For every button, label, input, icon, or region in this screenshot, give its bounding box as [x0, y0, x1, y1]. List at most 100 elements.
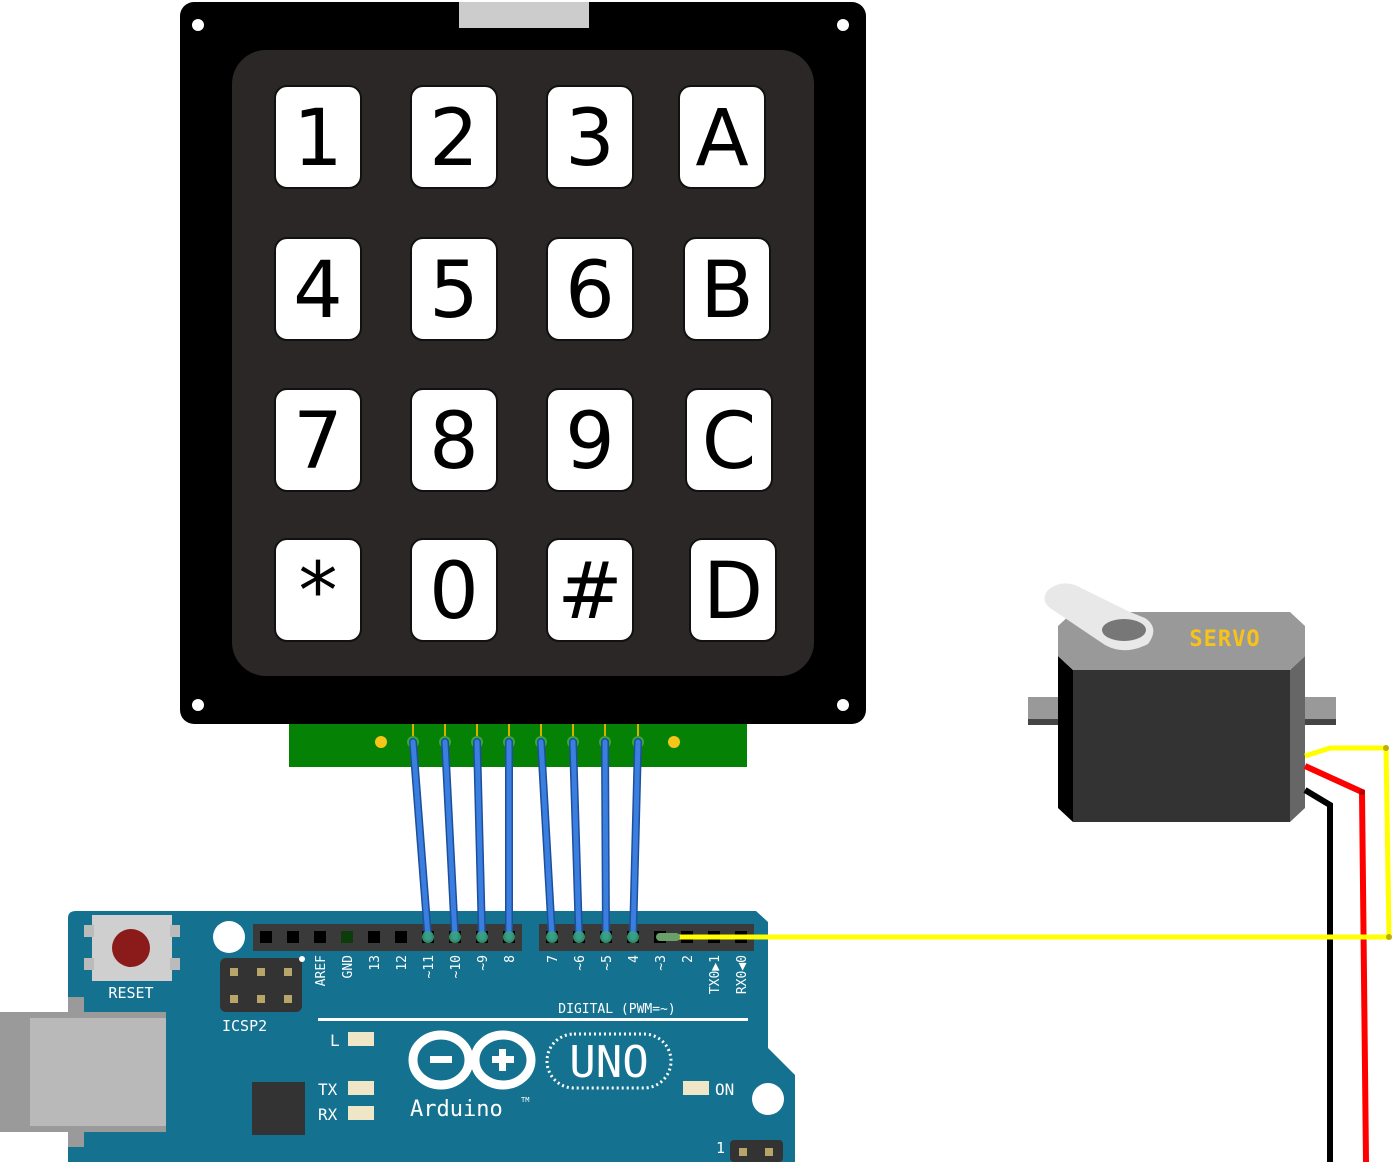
mounting-hole [752, 1083, 784, 1115]
header-pin[interactable] [260, 931, 272, 943]
icsp-pin [230, 995, 238, 1003]
keypad-wire[interactable] [474, 739, 485, 940]
logo-loop-right [470, 1030, 536, 1090]
keypad-wires [409, 738, 642, 943]
key-4[interactable]: 4 [274, 237, 362, 341]
key-cap[interactable] [546, 538, 634, 642]
key-label: 3 [565, 94, 615, 184]
key-B[interactable]: B [683, 237, 771, 341]
key-cap[interactable] [546, 85, 634, 189]
led-tx [348, 1081, 374, 1095]
led-l-label: L [330, 1031, 340, 1050]
key-cap[interactable] [546, 388, 634, 492]
pin-label: AREF [314, 955, 329, 986]
usb-tab [68, 1132, 84, 1147]
key-0[interactable]: 0 [410, 538, 498, 642]
pin-label: 13 [368, 955, 383, 971]
keypad-panel [232, 50, 814, 676]
key-label: 6 [565, 246, 615, 336]
key-cap[interactable] [274, 85, 362, 189]
key-label: 4 [293, 246, 343, 336]
brand-label: Arduino [410, 1097, 503, 1122]
icsp-pin [257, 995, 265, 1003]
key-8[interactable]: 8 [410, 388, 498, 492]
key-cap[interactable] [410, 237, 498, 341]
servo-label: SERVO [1189, 627, 1260, 652]
key-cap[interactable] [274, 388, 362, 492]
keypad-wire[interactable] [570, 739, 582, 940]
key-cap[interactable] [685, 388, 773, 492]
key-cap[interactable] [683, 237, 771, 341]
pin1-label: 1 [716, 1139, 725, 1157]
key-6[interactable]: 6 [546, 237, 634, 341]
key-label: 0 [429, 547, 479, 637]
wire-end [573, 931, 585, 943]
pin1-dot [299, 956, 305, 962]
key-1[interactable]: 1 [274, 85, 362, 189]
wire-end [546, 931, 558, 943]
header-pin[interactable] [395, 931, 407, 943]
key-#[interactable]: # [546, 538, 634, 642]
pin-label: 7 [546, 955, 561, 963]
keypad-wire[interactable] [442, 739, 458, 940]
reset-button[interactable] [112, 929, 150, 967]
keypad-wire[interactable] [630, 739, 641, 940]
pin-label: ~10 [449, 955, 464, 978]
pin-label: 12 [395, 955, 410, 971]
header-pin[interactable] [368, 931, 380, 943]
mounting-hole [837, 699, 849, 711]
pin-label: ~5 [600, 955, 615, 971]
arduino-logo [408, 1030, 536, 1090]
header-pin[interactable] [314, 931, 326, 943]
key-A[interactable]: A [678, 85, 766, 189]
key-cap[interactable] [410, 538, 498, 642]
reset-leg [84, 958, 94, 970]
keypad-wire[interactable] [538, 739, 555, 940]
icsp-label: ICSP2 [222, 1017, 267, 1035]
wire-bend [1383, 745, 1389, 751]
key-cap[interactable] [410, 388, 498, 492]
pin [765, 1148, 773, 1156]
key-cap[interactable] [274, 237, 362, 341]
key-5[interactable]: 5 [410, 237, 498, 341]
wire-end [627, 931, 639, 943]
pin [739, 1148, 747, 1156]
wire-end [503, 931, 515, 943]
mounting-hole [192, 19, 204, 31]
key-D[interactable]: D [689, 538, 777, 642]
header-pin[interactable] [341, 931, 353, 943]
led-rx [348, 1106, 374, 1120]
keypad-wire[interactable] [602, 739, 609, 940]
key-3[interactable]: 3 [546, 85, 634, 189]
wire-end [449, 931, 461, 943]
key-cap[interactable] [274, 538, 362, 642]
key-cap[interactable] [678, 85, 766, 189]
key-C[interactable]: C [685, 388, 773, 492]
key-label: 2 [429, 94, 479, 184]
pin-label: ~9 [476, 955, 491, 971]
model-label: UNO [569, 1037, 648, 1088]
connector-pad [668, 736, 680, 748]
power-wire[interactable] [1303, 763, 1369, 1162]
key-cap[interactable] [546, 237, 634, 341]
icsp-pin [284, 968, 292, 976]
keypad-wire[interactable] [410, 739, 431, 940]
key-2[interactable]: 2 [410, 85, 498, 189]
key-7[interactable]: 7 [274, 388, 362, 492]
pin-label: ~11 [422, 955, 437, 978]
key-9[interactable]: 9 [546, 388, 634, 492]
ground-wire[interactable] [1303, 787, 1333, 1162]
key-*[interactable]: * [274, 538, 362, 642]
servo-wires [656, 745, 1392, 1162]
minus-icon [430, 1056, 452, 1063]
servo-left-side [1058, 656, 1073, 822]
pin-label: ~3 [654, 955, 669, 971]
led-on [683, 1081, 709, 1095]
usb-port-face [30, 1018, 166, 1126]
key-cap[interactable] [410, 85, 498, 189]
key-cap[interactable] [689, 538, 777, 642]
icsp-header [220, 958, 302, 1012]
power-header [730, 1140, 783, 1162]
header-pin[interactable] [287, 931, 299, 943]
